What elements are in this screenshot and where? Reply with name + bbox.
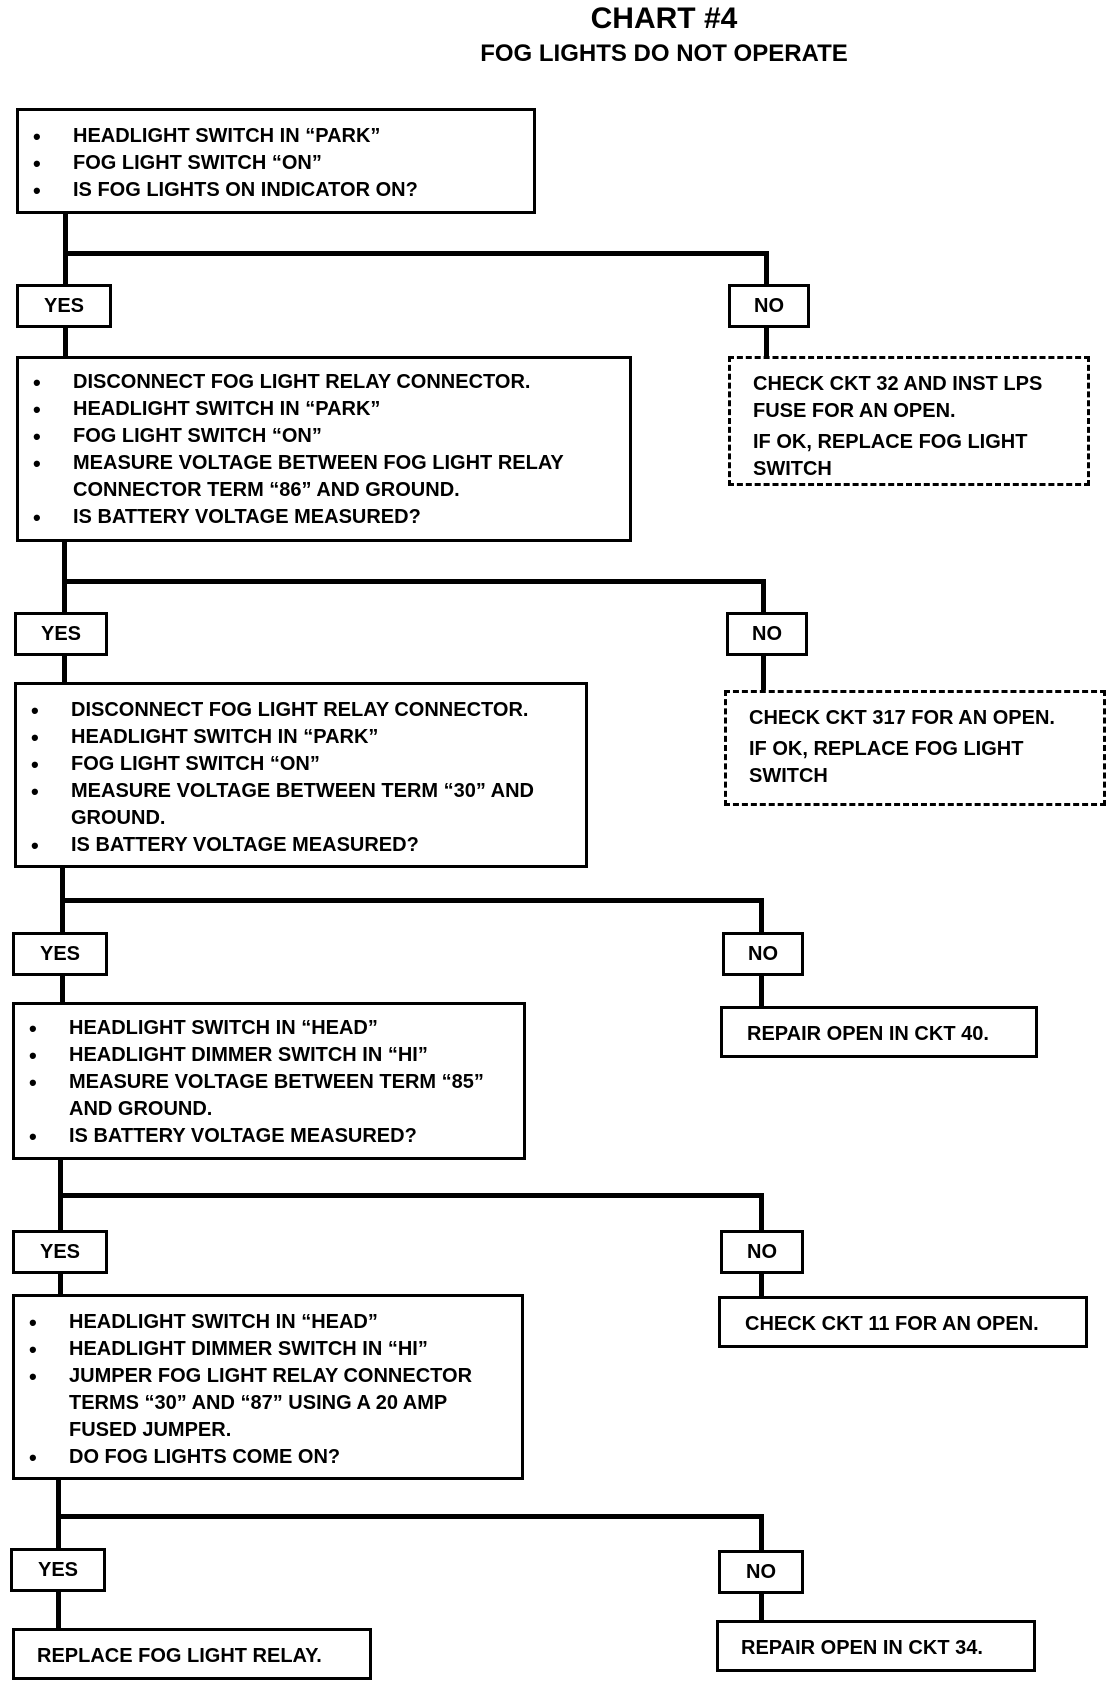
- step-3-no-label: NO: [722, 932, 804, 976]
- step-4-no-result: CHECK CKT 11 FOR AN OPEN.: [718, 1296, 1088, 1348]
- step-5-box: HEADLIGHT SWITCH IN “HEAD” HEADLIGHT DIM…: [12, 1294, 524, 1480]
- step-4-yes-label: YES: [12, 1230, 108, 1274]
- result-text: CHECK CKT 11 FOR AN OPEN.: [745, 1313, 1039, 1335]
- step-1-item: IS FOG LIGHTS ON INDICATOR ON?: [19, 177, 523, 204]
- connector-line: [63, 251, 769, 256]
- chart-subtitle: FOG LIGHTS DO NOT OPERATE: [480, 40, 848, 67]
- connector-line: [58, 1193, 764, 1198]
- step-5-item: DO FOG LIGHTS COME ON?: [15, 1444, 511, 1471]
- result-text: IF OK, REPLACE FOG LIGHT SWITCH: [749, 738, 1024, 787]
- step-2-item: FOG LIGHT SWITCH “ON”: [19, 423, 619, 450]
- step-4-item: MEASURE VOLTAGE BETWEEN TERM “85” AND GR…: [15, 1069, 513, 1123]
- step-3-item: IS BATTERY VOLTAGE MEASURED?: [17, 832, 575, 859]
- step-2-yes-label: YES: [14, 612, 108, 656]
- result-text: REPAIR OPEN IN CKT 40.: [747, 1023, 989, 1045]
- step-2-no-label: NO: [726, 612, 808, 656]
- connector-line: [60, 898, 764, 903]
- connector-line: [759, 1193, 764, 1230]
- step-5-no-result: REPAIR OPEN IN CKT 34.: [716, 1620, 1036, 1672]
- connector-line: [62, 579, 766, 584]
- step-4-no-label: NO: [720, 1230, 804, 1274]
- connector-line: [761, 579, 766, 612]
- final-yes-result: REPLACE FOG LIGHT RELAY.: [12, 1628, 372, 1680]
- connector-line: [56, 1592, 61, 1630]
- step-3-yes-label: YES: [12, 932, 108, 976]
- step-2-no-result: CHECK CKT 317 FOR AN OPEN. IF OK, REPLAC…: [724, 690, 1106, 806]
- step-5-no-label: NO: [718, 1550, 804, 1594]
- result-text: CHECK CKT 32 AND INST LPS FUSE FOR AN OP…: [753, 373, 1043, 422]
- step-3-item: DISCONNECT FOG LIGHT RELAY CONNECTOR.: [17, 697, 575, 724]
- result-text: REPLACE FOG LIGHT RELAY.: [37, 1645, 322, 1667]
- connector-line: [764, 251, 769, 284]
- result-text: REPAIR OPEN IN CKT 34.: [741, 1637, 983, 1659]
- step-5-item: HEADLIGHT SWITCH IN “HEAD”: [15, 1309, 511, 1336]
- result-text: CHECK CKT 317 FOR AN OPEN.: [749, 707, 1055, 729]
- connector-line: [759, 1274, 764, 1298]
- connector-line: [759, 1594, 764, 1622]
- chart-title: CHART #4: [590, 2, 738, 35]
- connector-line: [62, 656, 67, 684]
- connector-line: [759, 1514, 764, 1550]
- step-3-no-result: REPAIR OPEN IN CKT 40.: [720, 1006, 1038, 1058]
- step-1-item: FOG LIGHT SWITCH “ON”: [19, 150, 523, 177]
- step-3-item: FOG LIGHT SWITCH “ON”: [17, 751, 575, 778]
- connector-line: [759, 976, 764, 1008]
- result-text: IF OK, REPLACE FOG LIGHT SWITCH: [753, 431, 1028, 480]
- step-1-box: HEADLIGHT SWITCH IN “PARK” FOG LIGHT SWI…: [16, 108, 536, 214]
- connector-line: [63, 328, 68, 358]
- step-4-item: HEADLIGHT SWITCH IN “HEAD”: [15, 1015, 513, 1042]
- step-2-item: HEADLIGHT SWITCH IN “PARK”: [19, 396, 619, 423]
- step-1-item: HEADLIGHT SWITCH IN “PARK”: [19, 123, 523, 150]
- step-2-item: IS BATTERY VOLTAGE MEASURED?: [19, 504, 619, 531]
- step-2-item: DISCONNECT FOG LIGHT RELAY CONNECTOR.: [19, 369, 619, 396]
- step-3-item: MEASURE VOLTAGE BETWEEN TERM “30” AND GR…: [17, 778, 575, 832]
- step-3-box: DISCONNECT FOG LIGHT RELAY CONNECTOR. HE…: [14, 682, 588, 868]
- connector-line: [60, 976, 65, 1004]
- step-5-yes-label: YES: [10, 1548, 106, 1592]
- step-1-no-label: NO: [728, 284, 810, 328]
- step-4-item: HEADLIGHT DIMMER SWITCH IN “HI”: [15, 1042, 513, 1069]
- connector-line: [56, 1514, 764, 1519]
- step-2-item: MEASURE VOLTAGE BETWEEN FOG LIGHT RELAY …: [19, 450, 619, 504]
- step-5-item: HEADLIGHT DIMMER SWITCH IN “HI”: [15, 1336, 511, 1363]
- connector-line: [759, 898, 764, 932]
- connector-line: [761, 656, 766, 692]
- step-4-item: IS BATTERY VOLTAGE MEASURED?: [15, 1123, 513, 1150]
- step-1-no-result: CHECK CKT 32 AND INST LPS FUSE FOR AN OP…: [728, 356, 1090, 486]
- step-1-yes-label: YES: [16, 284, 112, 328]
- connector-line: [63, 214, 68, 284]
- connector-line: [58, 1274, 63, 1296]
- step-4-box: HEADLIGHT SWITCH IN “HEAD” HEADLIGHT DIM…: [12, 1002, 526, 1160]
- step-3-item: HEADLIGHT SWITCH IN “PARK”: [17, 724, 575, 751]
- connector-line: [764, 328, 769, 358]
- step-5-item: JUMPER FOG LIGHT RELAY CONNECTOR TERMS “…: [15, 1363, 511, 1444]
- step-2-box: DISCONNECT FOG LIGHT RELAY CONNECTOR. HE…: [16, 356, 632, 542]
- connector-line: [62, 542, 67, 612]
